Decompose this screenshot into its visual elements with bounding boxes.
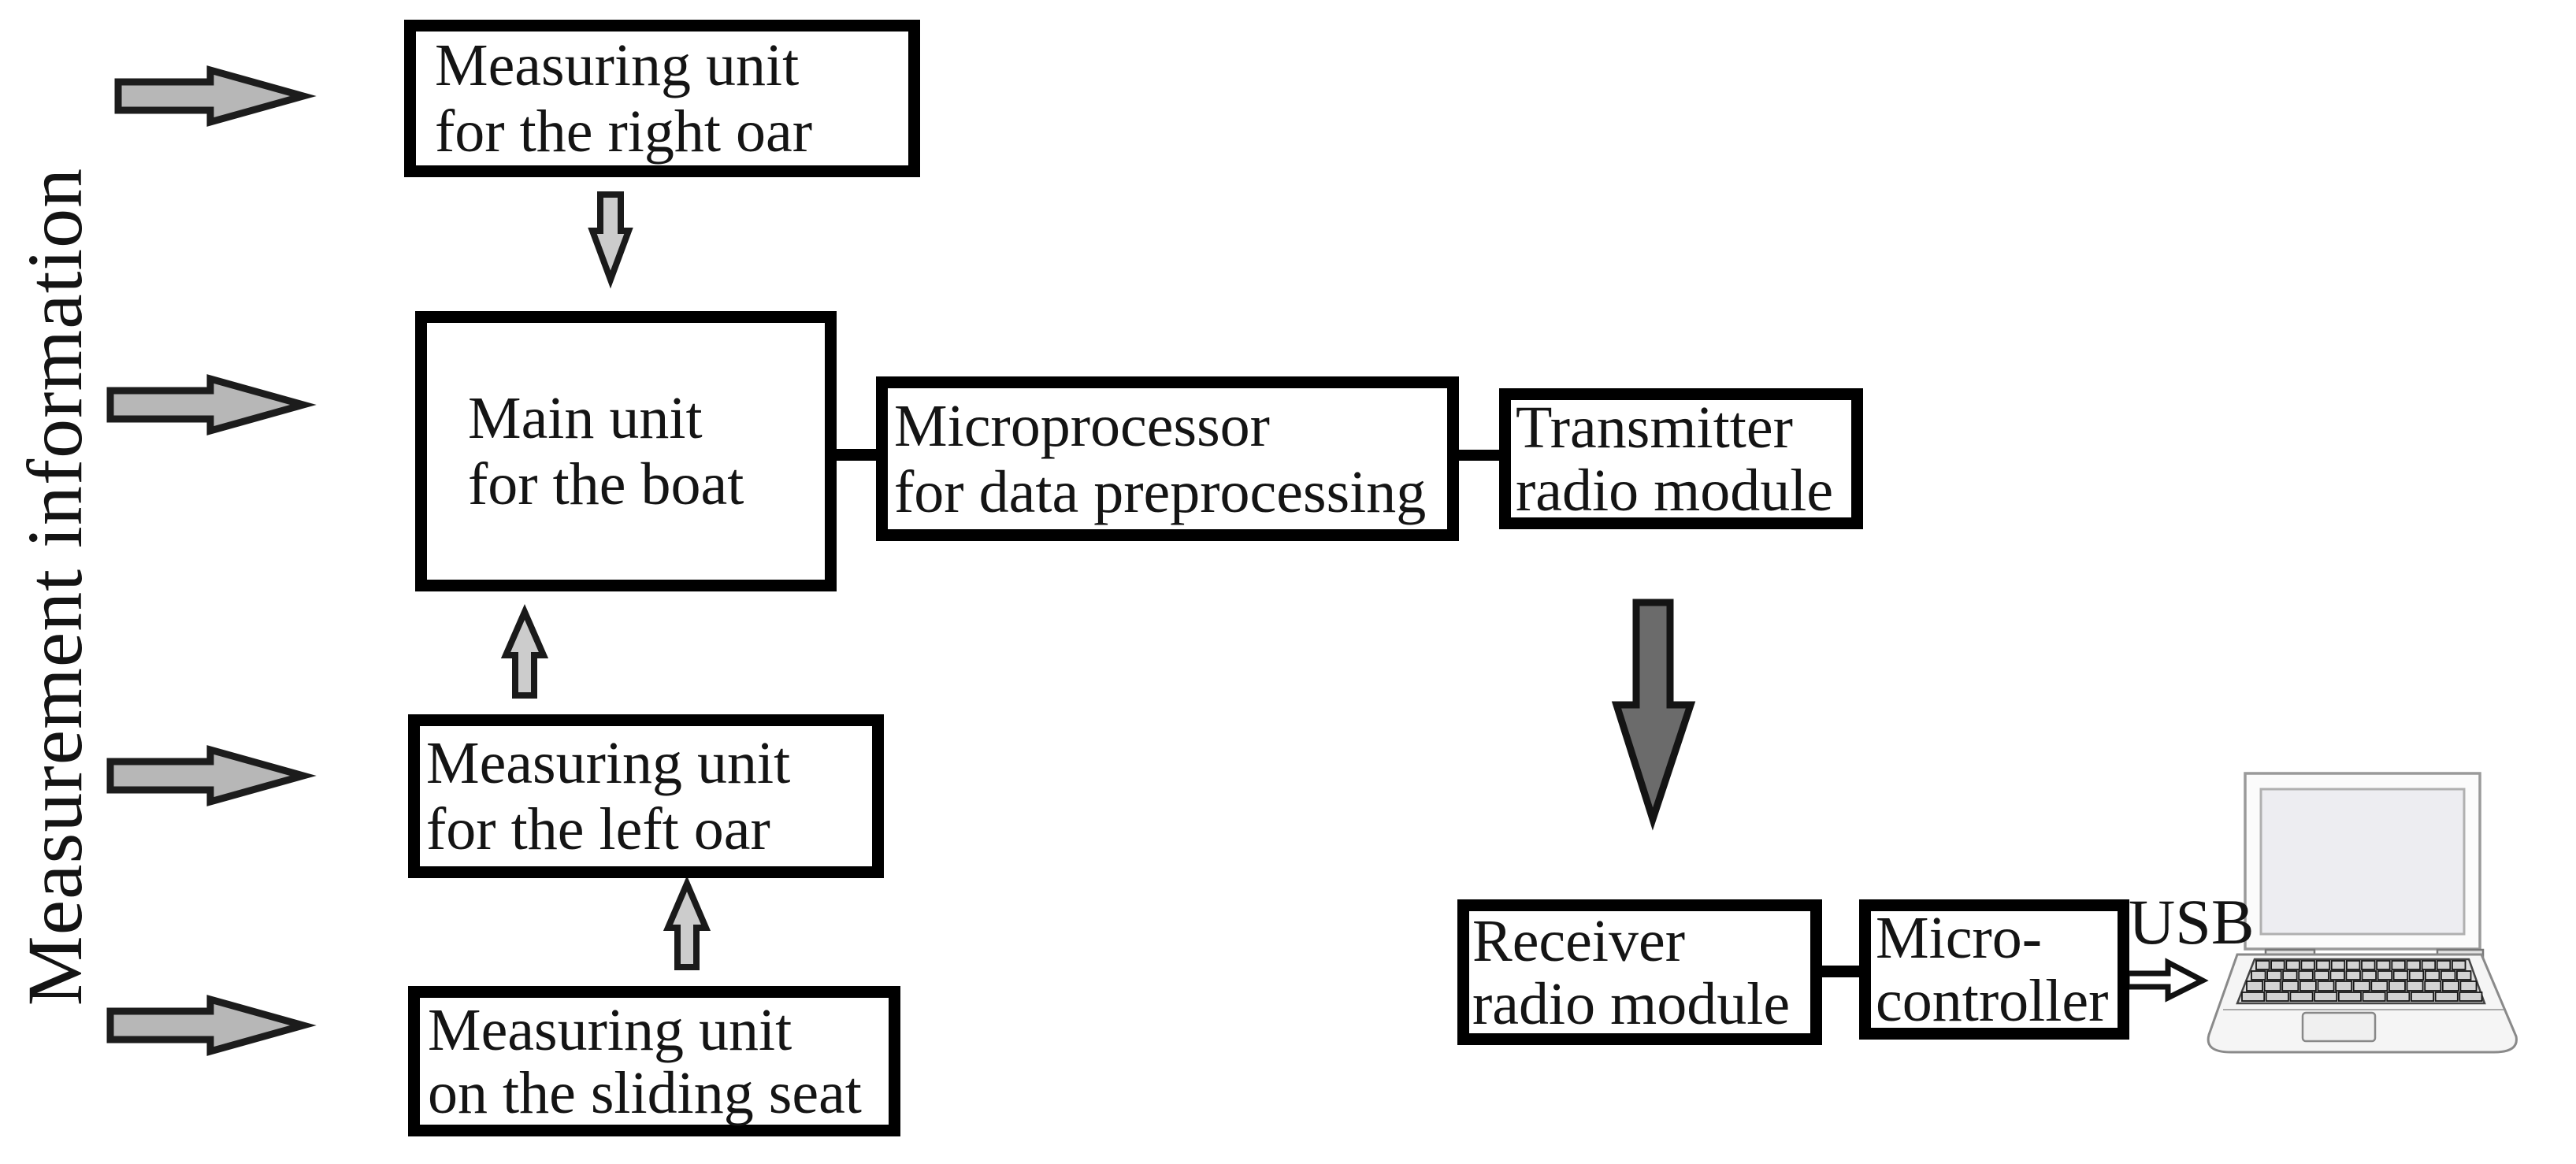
down-arrow-icon [588,191,633,289]
side-label: Measurement information [11,167,98,1006]
node-main-unit: Main unit for the boat [415,311,837,591]
node-label: Microprocessor [894,392,1270,459]
node-receiver-radio-module: Receiver radio module [1457,899,1822,1045]
node-label: controller [1876,968,2109,1034]
node-label: Receiver [1472,907,1686,974]
connector-line [1453,450,1505,461]
input-arrow-icon [106,745,317,806]
up-arrow-icon [663,875,711,970]
node-label: on the sliding seat [428,1059,862,1126]
node-label: Transmitter [1516,394,1793,461]
usb-label: USB [2129,886,2255,958]
node-label: Measuring unit [428,996,792,1063]
laptop-icon [2207,772,2518,1054]
node-label: Micro- [1876,905,2043,971]
node-microcontroller: Micro- controller [1859,899,2129,1040]
radio-link-arrow-icon [1611,599,1696,831]
node-label: Measuring unit [435,32,800,98]
node-label: radio module [1472,970,1791,1037]
node-measuring-unit-sliding-seat: Measuring unit on the sliding seat [408,986,900,1136]
node-measuring-unit-left-oar: Measuring unit for the left oar [408,714,884,878]
node-label: for the left oar [426,796,770,862]
input-arrow-icon [106,374,317,436]
usb-arrow-icon [2124,958,2209,1003]
laptop-keyboard-keys [2241,960,2483,1002]
node-label: for data preprocessing [894,458,1427,525]
connector-line [1817,966,1864,977]
node-label: for the right oar [435,98,813,165]
node-microprocessor: Microprocessor for data preprocessing [876,376,1459,541]
input-arrow-icon [114,65,317,127]
laptop-touchpad [2301,1011,2377,1043]
node-measuring-unit-right-oar: Measuring unit for the right oar [404,20,920,177]
node-transmitter-radio-module: Transmitter radio module [1499,388,1863,529]
node-label: for the boat [468,451,744,517]
node-label: radio module [1516,457,1834,524]
laptop-screen [2259,788,2466,936]
input-arrow-icon [106,995,317,1056]
node-label: Main unit [468,385,703,451]
node-label: Measuring unit [426,730,791,796]
up-arrow-icon [500,603,549,699]
